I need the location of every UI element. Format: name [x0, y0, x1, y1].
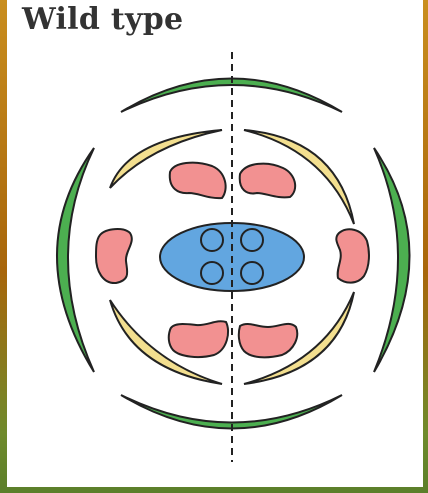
stamen-bottom-left: [169, 321, 228, 357]
sepal-left: [57, 148, 94, 372]
stamen-left: [96, 229, 132, 283]
sepal-right: [374, 148, 410, 372]
stamen-top-left: [170, 163, 226, 198]
stamen-top-right: [240, 164, 295, 198]
stamen-bottom-right: [239, 324, 297, 357]
stamen-right: [336, 229, 369, 282]
